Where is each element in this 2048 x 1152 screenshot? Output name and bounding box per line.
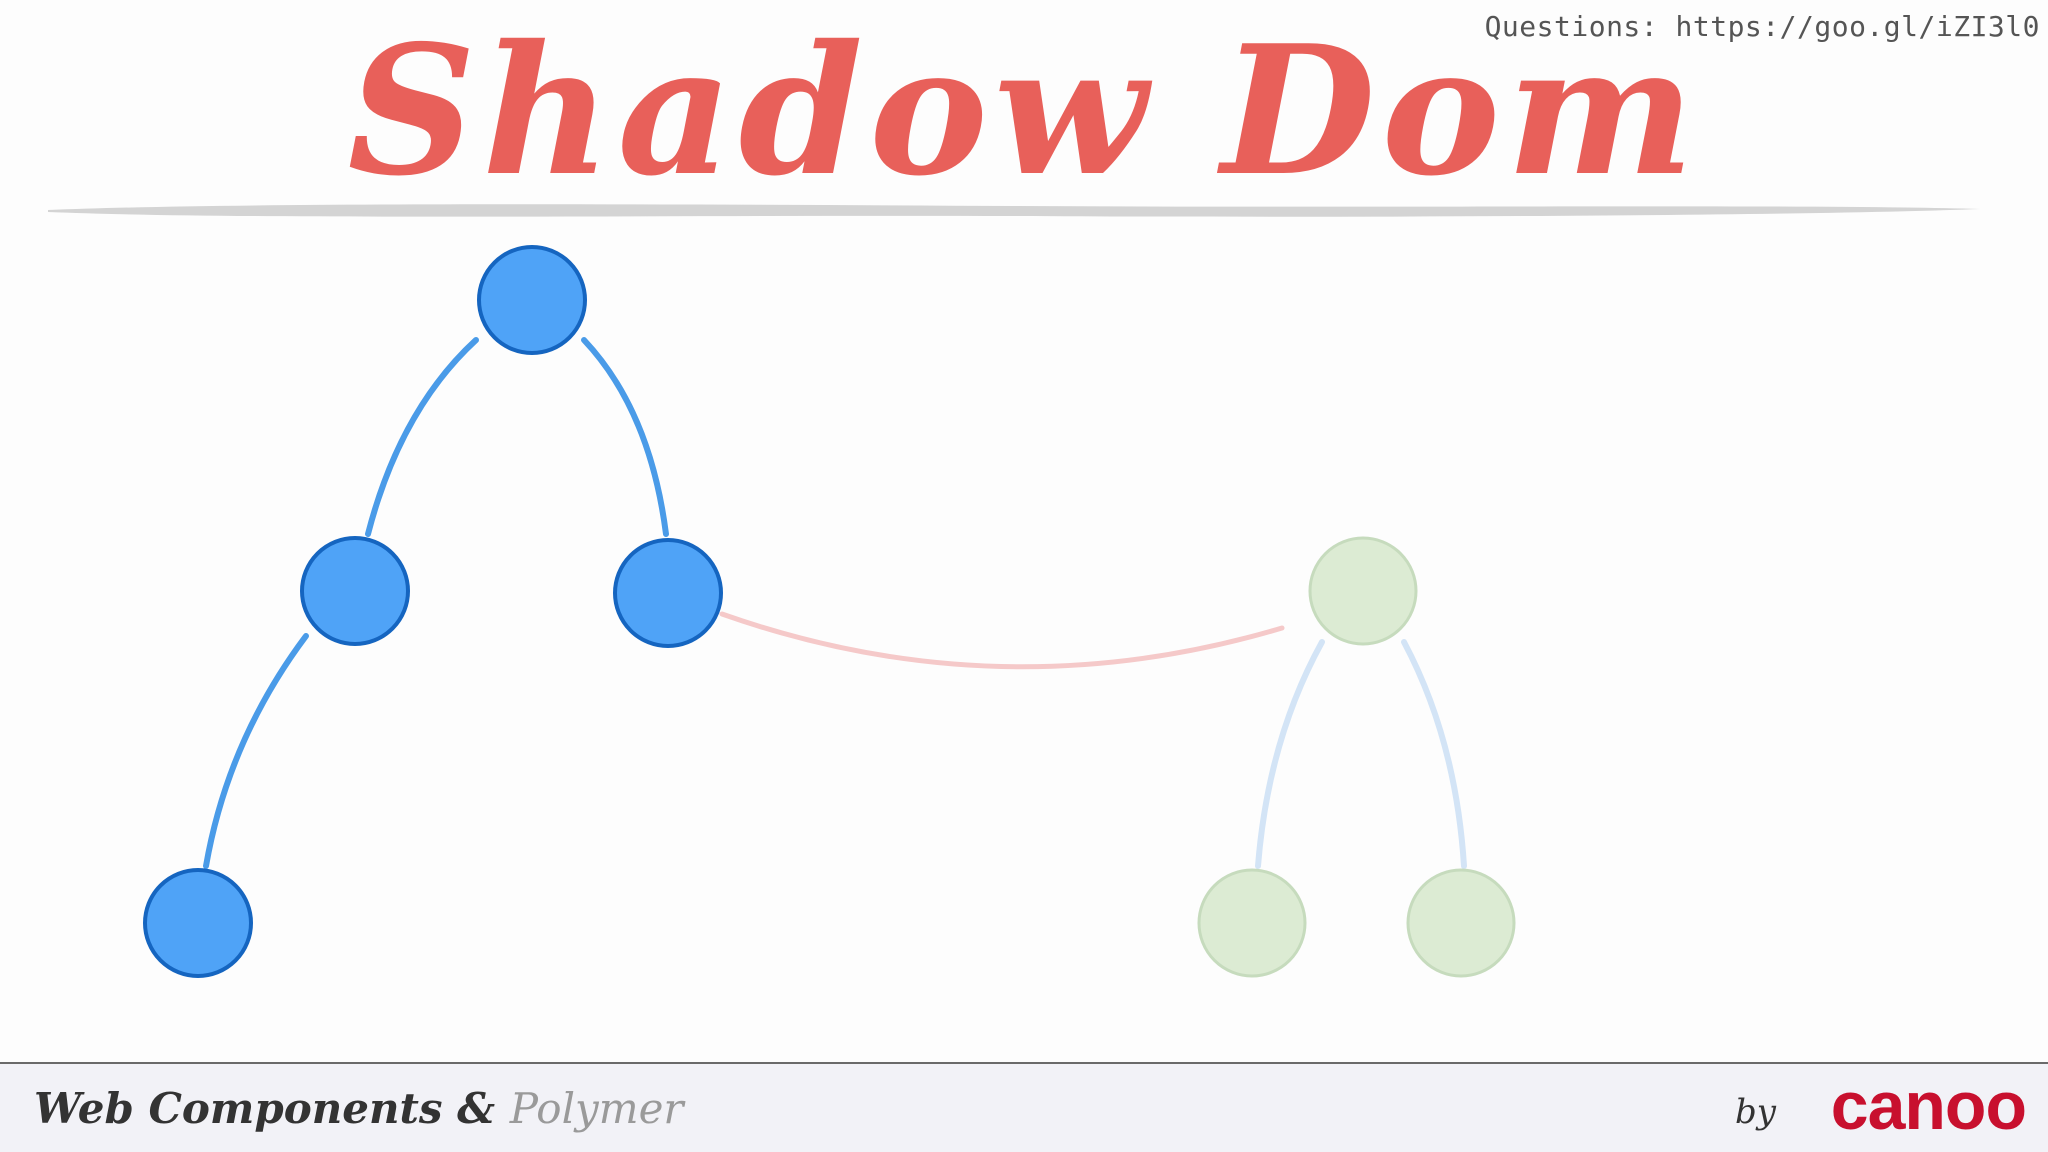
slide-title: Shadow Dom [347, 6, 1701, 215]
footer-bar: Web Components & Polymer by canoo [0, 1062, 2048, 1152]
node-root [477, 245, 587, 355]
footer-title-accent: Polymer [509, 1084, 684, 1133]
title-brush-stroke [48, 204, 1980, 217]
node-shadow-right-child [1406, 868, 1516, 978]
node-shadow-root [1308, 536, 1418, 646]
edge-shadow-root-right [1401, 639, 1467, 869]
footer-title-main: Web Components & [34, 1084, 510, 1133]
node-left-grandchild [143, 868, 253, 978]
footer-title: Web Components & Polymer [34, 1084, 684, 1133]
node-left-child [300, 536, 410, 646]
edge-left-child-grandchild [203, 633, 309, 869]
canoo-logo: canoo [1830, 1068, 2027, 1144]
questions-link[interactable]: Questions: https://goo.gl/iZI3l0 [1484, 10, 2040, 43]
edge-shadow-root-left [1255, 639, 1325, 869]
edge-root-right-child [581, 337, 669, 537]
by-label: by [1735, 1092, 1776, 1132]
edge-root-left-child [365, 337, 479, 537]
node-shadow-left-child [1197, 868, 1307, 978]
node-right-child [613, 538, 723, 648]
shadow-host-connector [719, 611, 1285, 670]
